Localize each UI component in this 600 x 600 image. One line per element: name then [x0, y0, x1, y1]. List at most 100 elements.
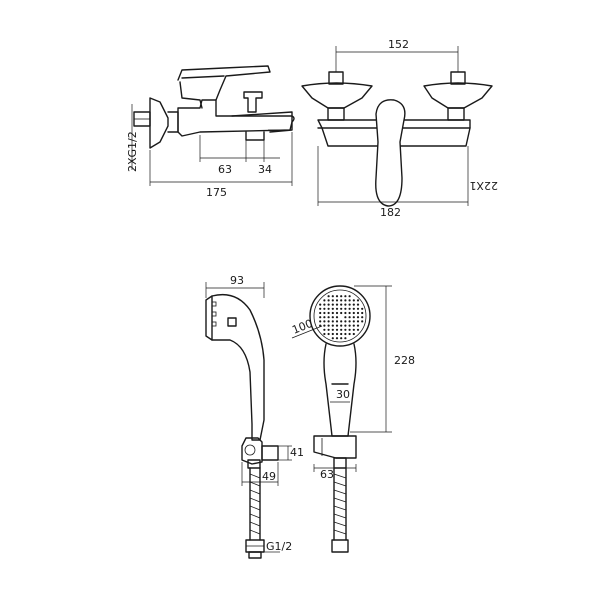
- nozzle-dot: [323, 299, 326, 302]
- nozzle-dot: [327, 324, 330, 327]
- nozzle-dot: [352, 332, 355, 336]
- nozzle-dot: [331, 324, 334, 327]
- nozzle-dot: [344, 320, 347, 323]
- nozzle-dot: [348, 328, 351, 331]
- nozzle-dot: [361, 307, 364, 310]
- nozzle-dot: [348, 320, 351, 323]
- nozzle-dot: [344, 307, 347, 310]
- nozzle-dot: [323, 328, 326, 331]
- nozzle-dot: [344, 332, 347, 336]
- dim-152-label: 152: [388, 38, 409, 51]
- nozzle-dot: [356, 307, 360, 310]
- nozzle-dot: [323, 320, 326, 323]
- nozzle-dot: [356, 316, 360, 319]
- dim-30-label: 30: [336, 388, 350, 401]
- nozzle-dot: [319, 320, 322, 323]
- nozzle-dot: [327, 307, 330, 310]
- nozzle-dot: [331, 299, 334, 302]
- nozzle-dot: [319, 307, 322, 310]
- nozzle-dot: [327, 328, 330, 331]
- dim-49-label: 49: [262, 470, 276, 483]
- nozzle-dot: [340, 332, 343, 336]
- nozzle-dot: [352, 303, 355, 306]
- nozzle-dot: [327, 316, 330, 319]
- nozzle-dot: [344, 337, 347, 340]
- nozzle-dot: [344, 316, 347, 319]
- dim-228-label: 228: [394, 354, 415, 367]
- nozzle-dot: [323, 324, 326, 327]
- nozzle-dots: [319, 295, 364, 340]
- nozzle-dot: [335, 303, 339, 306]
- nozzle-dot: [340, 307, 343, 310]
- nozzle-dot: [340, 311, 343, 315]
- nozzle-dot: [352, 311, 355, 315]
- nozzle-dot: [323, 311, 326, 315]
- nozzle-dot: [344, 324, 347, 327]
- nozzle-dot: [352, 307, 355, 310]
- nozzle-dot: [327, 295, 330, 298]
- nozzle-dot: [335, 324, 339, 327]
- nozzle-dot: [335, 328, 339, 331]
- nozzle-dot: [340, 328, 343, 331]
- nozzle-dot: [319, 303, 322, 306]
- nozzle-dot: [335, 337, 339, 340]
- nozzle-dot: [340, 299, 343, 302]
- nozzle-dot: [327, 311, 330, 315]
- nozzle-dot: [327, 303, 330, 306]
- nozzle-dot: [340, 324, 343, 327]
- nozzle-dot: [352, 299, 355, 302]
- hand-shower-side-view: 93: [205, 274, 304, 559]
- nozzle-dot: [348, 324, 351, 327]
- nozzle-dot: [344, 295, 347, 298]
- nozzle-dot: [348, 295, 351, 298]
- inlet-thread-label: 2XG1/2: [126, 131, 139, 172]
- nozzle-dot: [323, 316, 326, 319]
- nozzle-dot: [352, 328, 355, 331]
- nozzle-dot: [356, 324, 360, 327]
- nozzle-dot: [327, 332, 330, 336]
- nozzle-dot: [340, 295, 343, 298]
- nozzle-dot: [331, 320, 334, 323]
- nozzle-dot: [352, 324, 355, 327]
- nozzle-dot: [335, 316, 339, 319]
- nozzle-dot: [344, 303, 347, 306]
- nozzle-dot: [319, 311, 322, 315]
- nozzle-dot: [335, 295, 339, 298]
- nozzle-dot: [331, 303, 334, 306]
- nozzle-dot: [340, 337, 343, 340]
- nozzle-dot: [361, 320, 364, 323]
- nozzle-dot: [348, 311, 351, 315]
- nozzle-dot: [344, 311, 347, 315]
- centers-label: 22X1: [469, 179, 498, 192]
- nozzle-dot: [323, 332, 326, 336]
- nozzle-dot: [327, 320, 330, 323]
- nozzle-dot: [331, 316, 334, 319]
- nozzle-dot: [331, 311, 334, 315]
- nozzle-dot: [348, 307, 351, 310]
- hose-thread-label: G1/2: [266, 540, 292, 553]
- nozzle-dot: [356, 320, 360, 323]
- nozzle-dot: [319, 316, 322, 319]
- nozzle-dot: [335, 332, 339, 336]
- nozzle-dot: [344, 328, 347, 331]
- dim-41-label: 41: [290, 446, 304, 459]
- nozzle-dot: [356, 299, 360, 302]
- nozzle-dot: [335, 320, 339, 323]
- nozzle-dot: [356, 328, 360, 331]
- nozzle-dot: [356, 303, 360, 306]
- nozzle-dot: [361, 311, 364, 315]
- dim-182-label: 182: [380, 206, 401, 219]
- nozzle-dot: [348, 299, 351, 302]
- nozzle-dot: [331, 328, 334, 331]
- dim-93-label: 93: [230, 274, 244, 287]
- nozzle-dot: [335, 307, 339, 310]
- dim-63-label: 63: [218, 163, 232, 176]
- nozzle-dot: [340, 320, 343, 323]
- nozzle-dot: [331, 332, 334, 336]
- hand-shower-front-view: 100 228 30 63: [290, 285, 415, 553]
- nozzle-dot: [335, 299, 339, 302]
- nozzle-dot: [352, 316, 355, 319]
- nozzle-dot: [331, 307, 334, 310]
- nozzle-dot: [356, 311, 360, 315]
